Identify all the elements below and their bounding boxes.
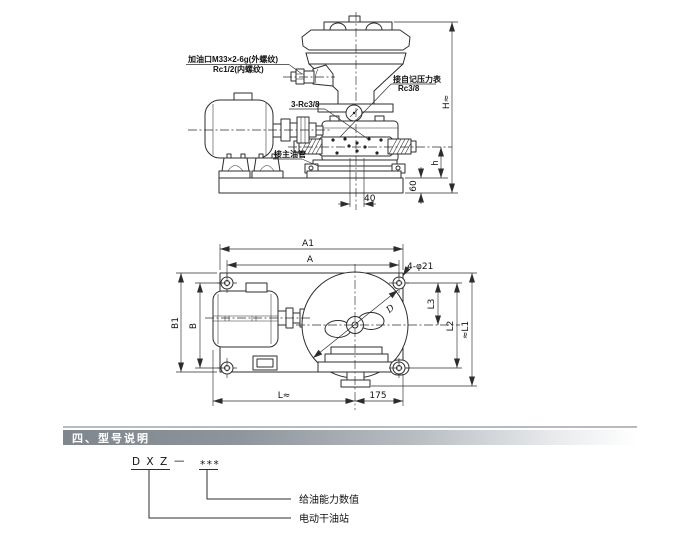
- dim-label-175: 175: [369, 391, 386, 401]
- model-dash: —: [174, 455, 186, 467]
- dimension-L-175: L≈ 175: [212, 350, 404, 406]
- dim-label-A: A: [307, 255, 314, 265]
- gauge-label-line2: Rc3/8: [398, 84, 420, 93]
- pressure-gauge: [345, 104, 363, 122]
- pump-pedestal: [304, 159, 406, 179]
- dimension-L3: L3: [406, 282, 462, 325]
- dimension-40: 40: [338, 158, 376, 207]
- side-view-drawing: H≈ h 60 40 加油口M33×2-6g(外螺纹): [186, 12, 458, 210]
- nameplate: [252, 355, 278, 371]
- dim-label-B1: B1: [171, 317, 181, 329]
- capacity-connector: [206, 469, 291, 500]
- holes-label: 4-φ21: [407, 262, 433, 272]
- model-code: D X Z: [132, 456, 169, 468]
- bolt-hole: [389, 358, 409, 378]
- dim-label-L: L≈: [278, 391, 291, 401]
- dimension-B: B: [189, 282, 220, 369]
- section-divider: [63, 426, 637, 428]
- ports-label: 3-Rc3/8: [291, 100, 320, 109]
- dim-label-40: 40: [364, 194, 376, 204]
- bolt-hole: [217, 358, 237, 378]
- mounting-holes: [217, 273, 409, 378]
- section-title: 四、型号说明: [72, 432, 150, 445]
- main-pipe-label: 接主油管: [274, 149, 306, 159]
- model-code-diagram: D X Z — *** 给油能力数值 电动干油站: [131, 455, 359, 525]
- dim-label-A1: A1: [302, 239, 314, 249]
- oil-filler-fitting: [290, 64, 334, 87]
- dimension-h: h: [405, 147, 448, 179]
- label-pressure-gauge: 接自记压力表 Rc3/8: [339, 74, 442, 138]
- bolt-hole: [389, 273, 409, 293]
- dimension-A1: A1: [219, 239, 404, 270]
- motor-plan: [212, 282, 279, 348]
- model-stars: ***: [200, 459, 220, 471]
- capacity-label: 给油能力数值: [299, 493, 359, 506]
- base-plate-side: [218, 177, 404, 194]
- dimension-L1: ≈L1: [371, 272, 477, 387]
- dim-label-L1: ≈L1: [461, 321, 471, 339]
- filler-label-line2: Rc1/2(内螺纹): [213, 64, 264, 74]
- filler-label-line1: 加油口M33×2-6g(外螺纹): [187, 54, 278, 64]
- label-holes: 4-φ21: [402, 262, 433, 277]
- pump-body: [307, 115, 403, 163]
- dimension-60: 60: [409, 167, 424, 204]
- station-connector: [148, 469, 291, 519]
- bolt-hole: [217, 273, 237, 293]
- dim-label-H: H≈: [442, 95, 452, 109]
- station-label: 电动干油站: [299, 512, 349, 525]
- dim-label-L3: L3: [427, 299, 437, 310]
- dim-label-60: 60: [409, 180, 419, 192]
- gauge-label-line1: 接自记压力表: [393, 74, 442, 84]
- dim-label-L2: L2: [446, 321, 456, 332]
- dimension-B1: B1: [171, 272, 217, 373]
- label-ports: 3-Rc3/8: [289, 100, 369, 140]
- outlet-fitting-right: [387, 138, 417, 155]
- plan-view-drawing: D A1 A 4-φ21 B1: [171, 239, 477, 410]
- dim-label-h: h: [431, 160, 441, 166]
- label-main-pipe: 接主油管: [273, 149, 319, 167]
- label-oil-filler: 加油口M33×2-6g(外螺纹) Rc1/2(内螺纹): [186, 54, 303, 75]
- dim-label-B: B: [189, 323, 199, 329]
- motor-side: [204, 92, 284, 179]
- dimension-H: H≈: [394, 21, 458, 194]
- dimension-A: A: [226, 255, 400, 276]
- reservoir-lid: [323, 15, 393, 31]
- section-header: 四、型号说明: [63, 430, 637, 445]
- dimension-L2: L2: [406, 283, 462, 369]
